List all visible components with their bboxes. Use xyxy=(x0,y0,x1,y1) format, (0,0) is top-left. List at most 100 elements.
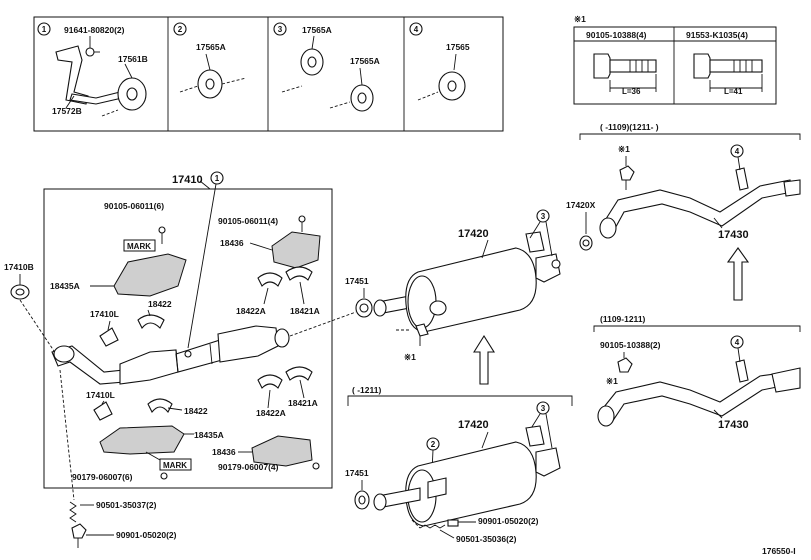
inset-1-number: 1 xyxy=(42,25,47,34)
muffler-body-bot xyxy=(405,441,537,527)
mark-bot: MARK xyxy=(163,461,187,470)
callout-4a: 4 xyxy=(735,147,740,156)
label-90105-06011-6: 90105-06011(6) xyxy=(104,201,164,211)
inset-frame xyxy=(33,16,504,132)
spring-bolts-left: 90501-35037(2) 90901-05020(2) xyxy=(59,369,177,548)
heat-shield-18435A-top xyxy=(113,253,187,297)
label-17420-top: 17420 xyxy=(458,228,489,240)
label-18435A-top: 18435A xyxy=(50,281,80,291)
assembly-frame xyxy=(43,188,333,489)
label-17410L-bot: 17410L xyxy=(86,390,115,400)
inset-2: 2 17565A xyxy=(173,22,247,99)
label-18422-top: 18422 xyxy=(148,299,172,309)
label-90901-05020-left: 90901-05020(2) xyxy=(116,530,177,540)
callout-circle xyxy=(210,171,224,185)
label-17420-bot: 17420 xyxy=(458,419,489,431)
center-muffler-top: 17451 17420 3 ※1 xyxy=(345,209,561,362)
label-18421A-top: 18421A xyxy=(290,306,320,316)
inset-3: 3 17565A 17565A xyxy=(273,22,380,112)
tail-pipe-top: ( -1109)(1211- ) ※1 17420X 4 17430 xyxy=(566,122,801,251)
ref1-b: ※1 xyxy=(618,144,630,154)
label-17565A-inset3a: 17565A xyxy=(302,25,332,35)
heat-shield-18435A-bot xyxy=(99,425,185,455)
callout-3b: 3 xyxy=(541,404,546,413)
bracket-18421A-top xyxy=(285,266,313,281)
arrow-up-right xyxy=(726,247,750,301)
bracket-17410L-bot xyxy=(93,401,113,421)
bolt-col-1: 90105-10388(4) xyxy=(586,30,647,40)
inset-4-number: 4 xyxy=(414,25,419,34)
bracket-18421A-bot xyxy=(285,366,313,381)
rear-flange xyxy=(274,328,290,348)
label-17410L-top: 17410L xyxy=(90,309,119,319)
diagram-id: 176550-I xyxy=(762,546,796,556)
label-18422A-bot: 18422A xyxy=(256,408,286,418)
label-17451-bot: 17451 xyxy=(345,468,369,478)
label-90501-35036: 90501-35036(2) xyxy=(456,534,517,544)
ref1-c: ※1 xyxy=(606,376,618,386)
callout-4b: 4 xyxy=(735,338,740,347)
front-pipe-assembly: 17410 1 90105-06011(6) 90105-06011(4) MA… xyxy=(4,171,357,489)
callout-3a: 3 xyxy=(541,212,546,221)
callout-1: 1 xyxy=(215,174,220,183)
label-17572B: 17572B xyxy=(52,106,82,116)
heat-shield-18436-bot xyxy=(251,435,313,467)
label-17410: 17410 xyxy=(172,174,203,186)
label-90179-06007-4: 90179-06007(4) xyxy=(218,462,279,472)
arrow-up-center xyxy=(473,334,495,385)
inset-4: 4 17565 xyxy=(409,22,470,101)
bolt-part xyxy=(415,323,429,337)
bolt-length-2: L=41 xyxy=(724,87,743,96)
bolt-head-part xyxy=(593,53,611,79)
catalytic-converter-2 xyxy=(217,325,279,363)
label-18435A-bot: 18435A xyxy=(194,430,224,440)
spring-part xyxy=(419,524,446,529)
label-18421A-bot: 18421A xyxy=(288,398,318,408)
bolt-shank-part xyxy=(709,59,763,73)
bracket-17410L-top xyxy=(99,327,119,347)
heat-shield-18436-top xyxy=(271,231,321,269)
bolt-table-note: ※1 xyxy=(574,14,586,24)
label-17430-bot: 17430 xyxy=(718,419,749,431)
catalytic-converter-1 xyxy=(119,349,179,385)
o2-sensor-port xyxy=(184,350,192,358)
bolt-part xyxy=(447,519,459,527)
label-17565-inset4: 17565 xyxy=(446,42,470,52)
bolt-table: ※1 90105-10388(4) 91553-K1035(4) L=36 L=… xyxy=(573,14,777,105)
bolt-shank-part xyxy=(609,59,657,73)
callout-2: 2 xyxy=(431,440,436,449)
front-flange xyxy=(53,345,75,363)
inset-3-number: 3 xyxy=(278,25,283,34)
label-18422-bot: 18422 xyxy=(184,406,208,416)
bracket-18422-bot xyxy=(147,398,173,414)
range-top-right: ( -1109)(1211- ) xyxy=(600,122,659,132)
tail-pipe-bottom: (1109-1211) 90105-10388(2) 4 17430 ※1 xyxy=(593,314,801,431)
label-91641-80820: 91641-80820(2) xyxy=(64,25,125,35)
range-mid-right: (1109-1211) xyxy=(600,314,646,324)
hanger-bracket-bot xyxy=(535,447,561,477)
hanger-bracket-tail-top xyxy=(735,167,749,191)
label-17410B: 17410B xyxy=(4,262,34,272)
label-18422A-top: 18422A xyxy=(236,306,266,316)
bracket-18422A-bot xyxy=(257,374,283,389)
label-17430-top: 17430 xyxy=(718,229,749,241)
mark-top: MARK xyxy=(127,242,151,251)
label-17565A-inset3b: 17565A xyxy=(350,56,380,66)
bolt-part xyxy=(85,47,95,57)
bracket-18422-top xyxy=(137,314,165,330)
bolt-col-2: 91553-K1035(4) xyxy=(686,30,748,40)
label-18436-bot: 18436 xyxy=(212,447,236,457)
range-bottom: ( -1211) xyxy=(352,385,381,395)
mid-pipe xyxy=(175,339,223,373)
spring-part xyxy=(69,501,77,523)
label-17561B: 17561B xyxy=(118,54,148,64)
label-90901-05020-right: 90901-05020(2) xyxy=(478,516,539,526)
center-muffler-bottom: ( -1211) 17420 2 3 17451 90901-05020(2) … xyxy=(345,385,573,544)
label-17565A-inset2: 17565A xyxy=(196,42,226,52)
label-17420X: 17420X xyxy=(566,200,596,210)
label-90105-06011-4: 90105-06011(4) xyxy=(218,216,278,226)
inset-2-number: 2 xyxy=(178,25,183,34)
inset-1: 1 91641-80820(2) 17561B 17572B xyxy=(37,22,148,117)
label-17451-top: 17451 xyxy=(345,276,369,286)
